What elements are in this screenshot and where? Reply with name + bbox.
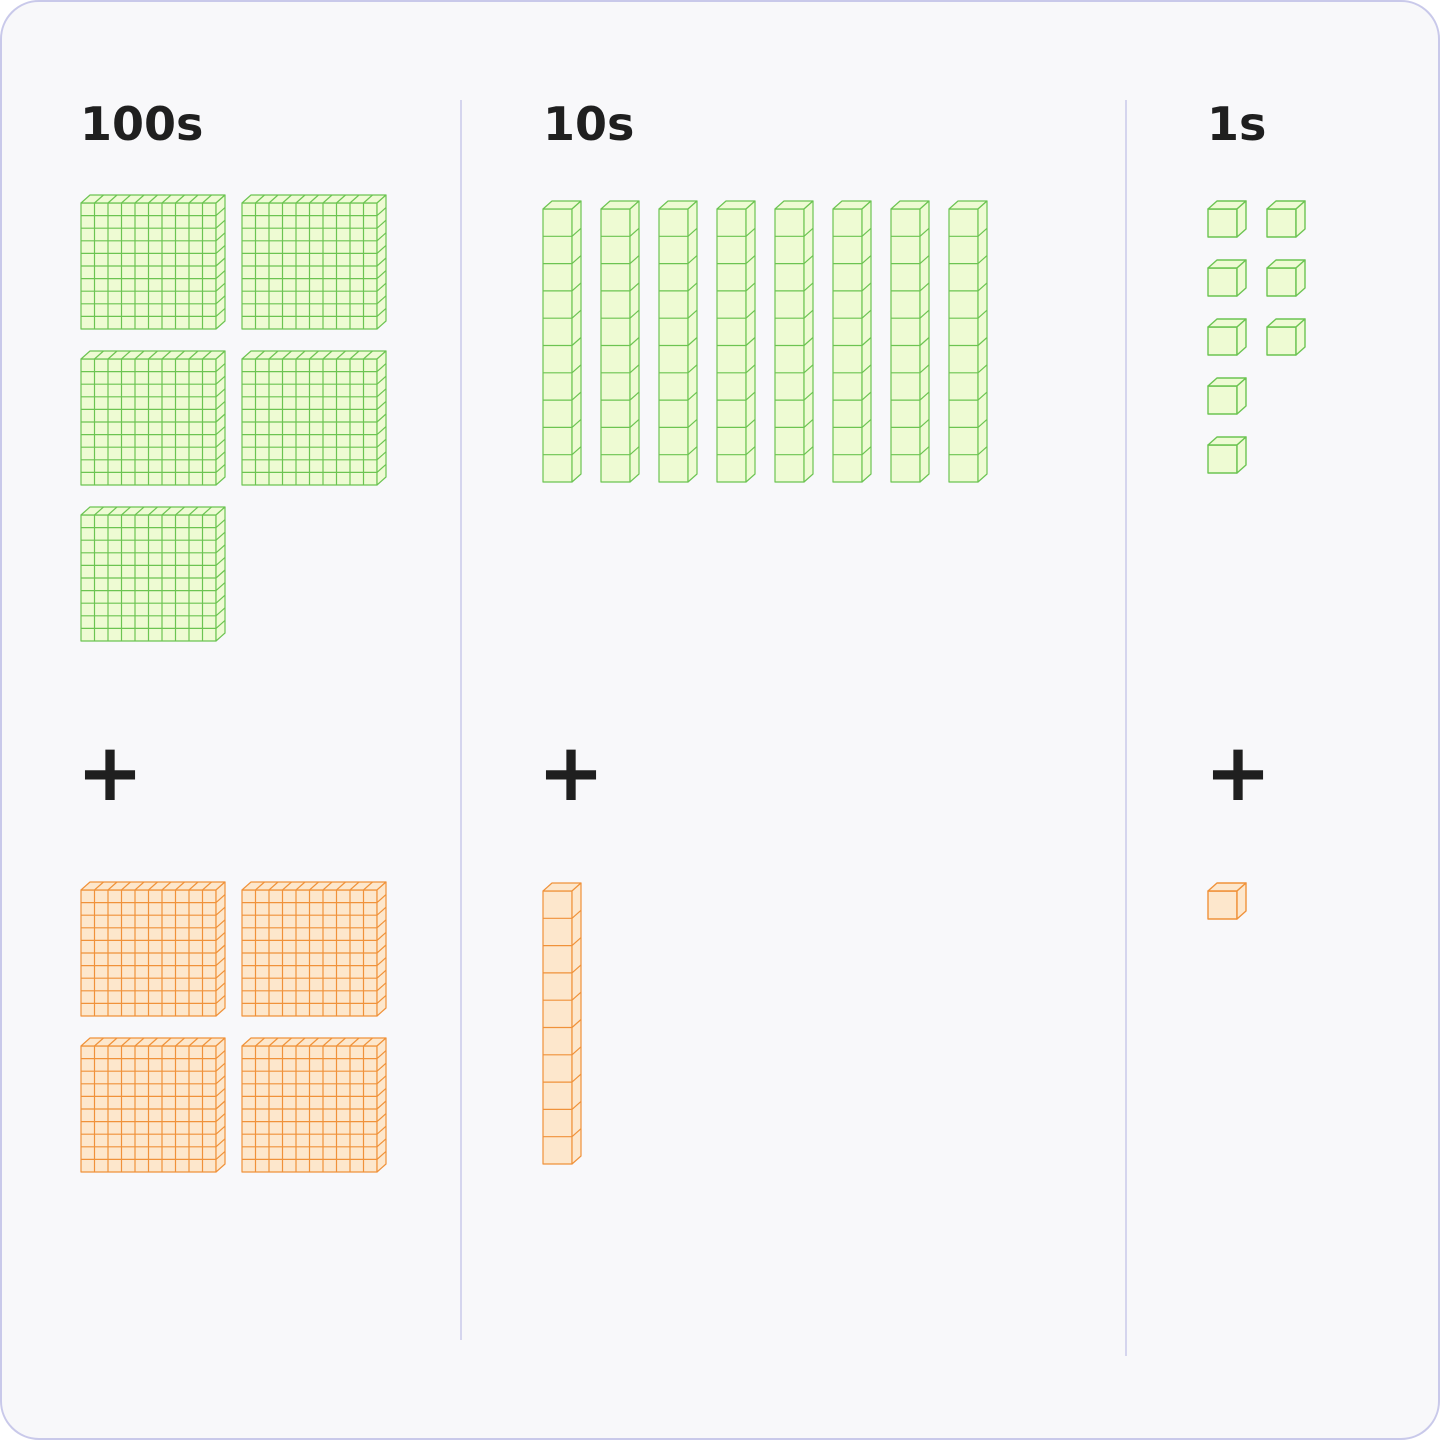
ten-rod-block-added <box>542 882 582 1165</box>
one-unit-cube <box>1266 318 1306 356</box>
blocks-layer <box>80 194 1306 1173</box>
one-unit-cube <box>1207 318 1247 356</box>
one-unit-cube <box>1207 436 1247 474</box>
hundreds-plus-sign: + <box>76 726 143 819</box>
one-unit-cube <box>1266 259 1306 297</box>
one-unit-cube <box>1207 200 1247 238</box>
hundred-flat-block-added <box>80 881 226 1017</box>
ten-rod-block <box>658 200 698 483</box>
ten-rod-block <box>542 200 582 483</box>
ten-rod-block <box>832 200 872 483</box>
one-unit-cube <box>1266 200 1306 238</box>
ten-rod-block <box>890 200 930 483</box>
hundred-flat-block-added <box>241 881 387 1017</box>
hundred-flat-block-added <box>80 1037 226 1173</box>
hundred-flat-block-added <box>241 1037 387 1173</box>
ones-plus-sign: + <box>1204 726 1271 819</box>
hundred-flat-block <box>80 194 226 330</box>
hundred-flat-block <box>80 350 226 486</box>
ones-column-label: 1s <box>1207 97 1266 151</box>
ten-rod-block <box>948 200 988 483</box>
one-unit-cube-added <box>1207 882 1247 920</box>
one-unit-cube <box>1207 259 1247 297</box>
hundred-flat-block <box>80 506 226 642</box>
hundred-flat-block <box>241 194 387 330</box>
ten-rod-block <box>774 200 814 483</box>
ten-rod-block <box>600 200 640 483</box>
hundreds-column-label: 100s <box>80 97 203 151</box>
one-unit-cube <box>1207 377 1247 415</box>
ten-rod-block <box>716 200 756 483</box>
tens-column-label: 10s <box>543 97 634 151</box>
tens-plus-sign: + <box>537 726 604 819</box>
hundred-flat-block <box>241 350 387 486</box>
